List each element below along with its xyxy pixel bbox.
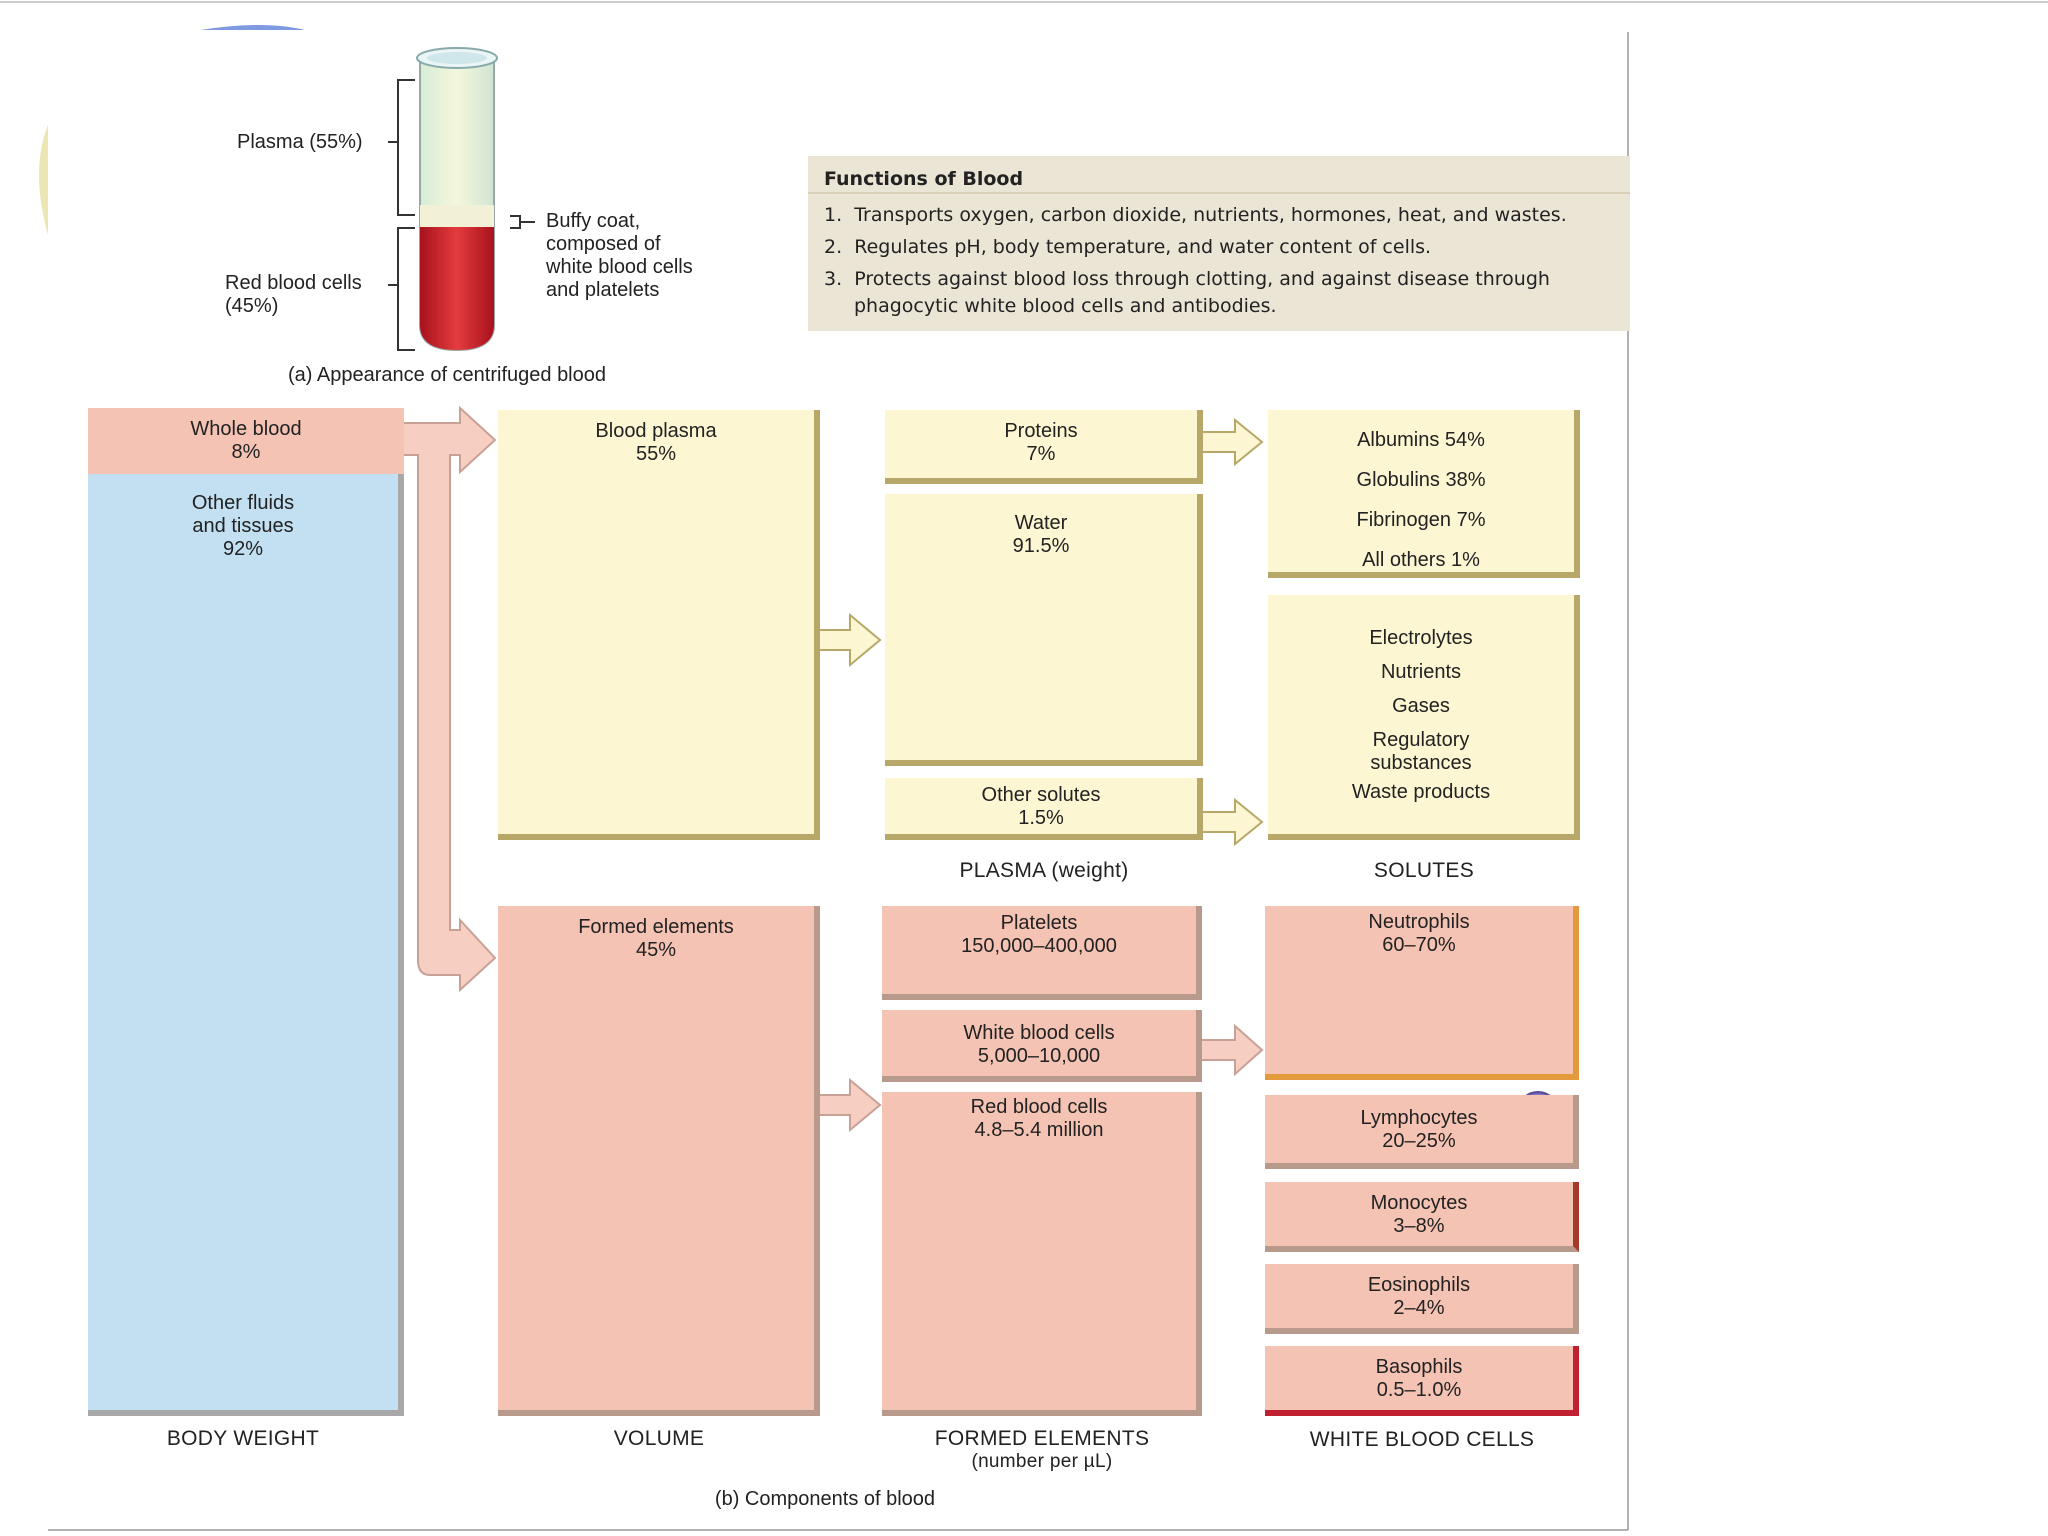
- other-fluids-pct: 92%: [222, 538, 264, 560]
- basophils-pct: 0.5–1.0%: [1376, 1379, 1462, 1401]
- caption-a: (a) Appearance of centrifuged blood: [288, 364, 606, 386]
- wbc-label: White blood cells: [963, 1022, 1115, 1044]
- lymphocytes-box: Lymphocytes 20–25%: [1265, 1095, 1579, 1169]
- regulatory-label-2: substances: [1370, 752, 1472, 774]
- other-fluids-line1: Other fluids: [191, 492, 295, 514]
- rbc-label-line2: (45%): [225, 295, 279, 317]
- eosinophils-pct: 2–4%: [1393, 1297, 1445, 1319]
- buffy-line3: white blood cells: [546, 256, 693, 278]
- func-text-3b: phagocytic white blood cells and antibod…: [854, 295, 1277, 317]
- whole-blood-box: Whole blood 8%: [88, 408, 404, 474]
- func-num-3: 3.: [824, 268, 843, 290]
- rbc-label-line1: Red blood cells: [225, 272, 362, 294]
- basophils-box: Basophils 0.5–1.0%: [1265, 1346, 1579, 1416]
- func-text-2: Regulates pH, body temperature, and wate…: [854, 236, 1432, 258]
- buffy-line4: and platelets: [546, 279, 660, 301]
- gases-label: Gases: [1392, 695, 1450, 717]
- body-weight-axis: BODY WEIGHT: [166, 1427, 320, 1450]
- all-others-label: All others 1%: [1362, 549, 1480, 571]
- lymphocytes-pct: 20–25%: [1382, 1130, 1456, 1152]
- proteins-box: Proteins 7%: [885, 410, 1203, 484]
- blood-plasma-label: Blood plasma: [595, 420, 717, 442]
- waste-products-label: Waste products: [1351, 781, 1491, 803]
- wbc-axis: WHITE BLOOD CELLS: [1309, 1428, 1535, 1451]
- rbc-box: Red blood cells 4.8–5.4 million: [882, 1092, 1202, 1416]
- caption-b: (b) Components of blood: [714, 1488, 936, 1510]
- functions-divider: [808, 192, 1630, 194]
- formed-elements-box: Formed elements 45%: [498, 906, 820, 1416]
- globulins-label: Globulins 38%: [1356, 469, 1486, 491]
- other-solutes-box: Other solutes 1.5%: [885, 778, 1203, 840]
- functions-box: Functions of Blood 1. Transports oxygen,…: [808, 156, 1630, 331]
- neutrophils-label: Neutrophils: [1368, 911, 1470, 933]
- basophils-label: Basophils: [1375, 1356, 1463, 1378]
- solutes-axis: SOLUTES: [1373, 859, 1475, 882]
- neutrophils-pct: 60–70%: [1382, 934, 1456, 956]
- blood-plasma-box: Blood plasma 55%: [498, 410, 820, 840]
- proteins-pct: 7%: [1026, 443, 1056, 465]
- rbc-count: 4.8–5.4 million: [974, 1119, 1104, 1141]
- platelets-box: Platelets 150,000–400,000: [882, 906, 1202, 1000]
- neutrophils-box: Neutrophils 60–70%: [1265, 906, 1579, 1080]
- func-num-2: 2.: [824, 236, 843, 258]
- other-fluids-line2: and tissues: [192, 515, 294, 537]
- other-solutes-label: Other solutes: [981, 784, 1101, 806]
- eosinophils-label: Eosinophils: [1367, 1274, 1471, 1296]
- blood-plasma-pct: 55%: [635, 443, 677, 465]
- formed-elements-label: Formed elements: [578, 916, 734, 938]
- func-text-1: Transports oxygen, carbon dioxide, nutri…: [854, 204, 1567, 226]
- whole-blood-label: Whole blood: [190, 418, 302, 440]
- monocytes-pct: 3–8%: [1393, 1215, 1445, 1237]
- other-fluids-box: Other fluids and tissues 92%: [88, 474, 404, 1416]
- other-solutes-list-box: Electrolytes Nutrients Gases Regulatory …: [1268, 595, 1580, 840]
- wbc-count: 5,000–10,000: [977, 1045, 1101, 1067]
- regulatory-label-1: Regulatory: [1372, 729, 1470, 751]
- whole-blood-pct: 8%: [231, 441, 261, 463]
- protein-types-box: Albumins 54% Globulins 38% Fibrinogen 7%…: [1268, 410, 1580, 578]
- centrifuge-tube-icon: [416, 47, 498, 352]
- rbc-percent-label: Red blood cells (45%): [225, 272, 362, 318]
- buffy-line1: Buffy coat,: [546, 210, 641, 232]
- fibrinogen-label: Fibrinogen 7%: [1356, 509, 1486, 531]
- lymphocytes-label: Lymphocytes: [1360, 1107, 1478, 1129]
- other-solutes-pct: 1.5%: [1018, 807, 1064, 829]
- plasma-percent-label: Plasma (55%): [237, 131, 363, 153]
- plasma-weight-axis: PLASMA (weight): [959, 859, 1129, 882]
- wbc-box: White blood cells 5,000–10,000: [882, 1010, 1202, 1082]
- electrolytes-label: Electrolytes: [1369, 627, 1473, 649]
- rbc-label: Red blood cells: [970, 1096, 1108, 1118]
- water-label: Water: [1014, 512, 1068, 534]
- formed-elements-pct: 45%: [635, 939, 677, 961]
- platelets-count: 150,000–400,000: [961, 935, 1117, 957]
- func-text-3: Protects against blood loss through clot…: [854, 268, 1550, 290]
- functions-list: 1. Transports oxygen, carbon dioxide, nu…: [824, 202, 1567, 320]
- formed-elements-axis-line1: FORMED ELEMENTS: [934, 1427, 1150, 1450]
- water-pct: 91.5%: [1012, 535, 1070, 557]
- platelets-label: Platelets: [1000, 912, 1078, 934]
- buffy-line2: composed of: [546, 233, 661, 255]
- functions-title: Functions of Blood: [824, 168, 1024, 190]
- proteins-label: Proteins: [1004, 420, 1078, 442]
- nutrients-label: Nutrients: [1380, 661, 1462, 683]
- func-num-1: 1.: [824, 204, 843, 226]
- monocytes-box: Monocytes 3–8%: [1265, 1182, 1579, 1252]
- albumins-label: Albumins 54%: [1357, 429, 1485, 451]
- formed-elements-axis-line2: (number per µL): [971, 1451, 1113, 1472]
- volume-axis: VOLUME: [613, 1427, 705, 1450]
- eosinophils-box: Eosinophils 2–4%: [1265, 1264, 1579, 1334]
- water-box: Water 91.5%: [885, 494, 1203, 766]
- formed-elements-axis: FORMED ELEMENTS (number per µL): [882, 1427, 1202, 1473]
- buffy-coat-label: Buffy coat, composed of white blood cell…: [546, 210, 693, 302]
- monocytes-label: Monocytes: [1370, 1192, 1468, 1214]
